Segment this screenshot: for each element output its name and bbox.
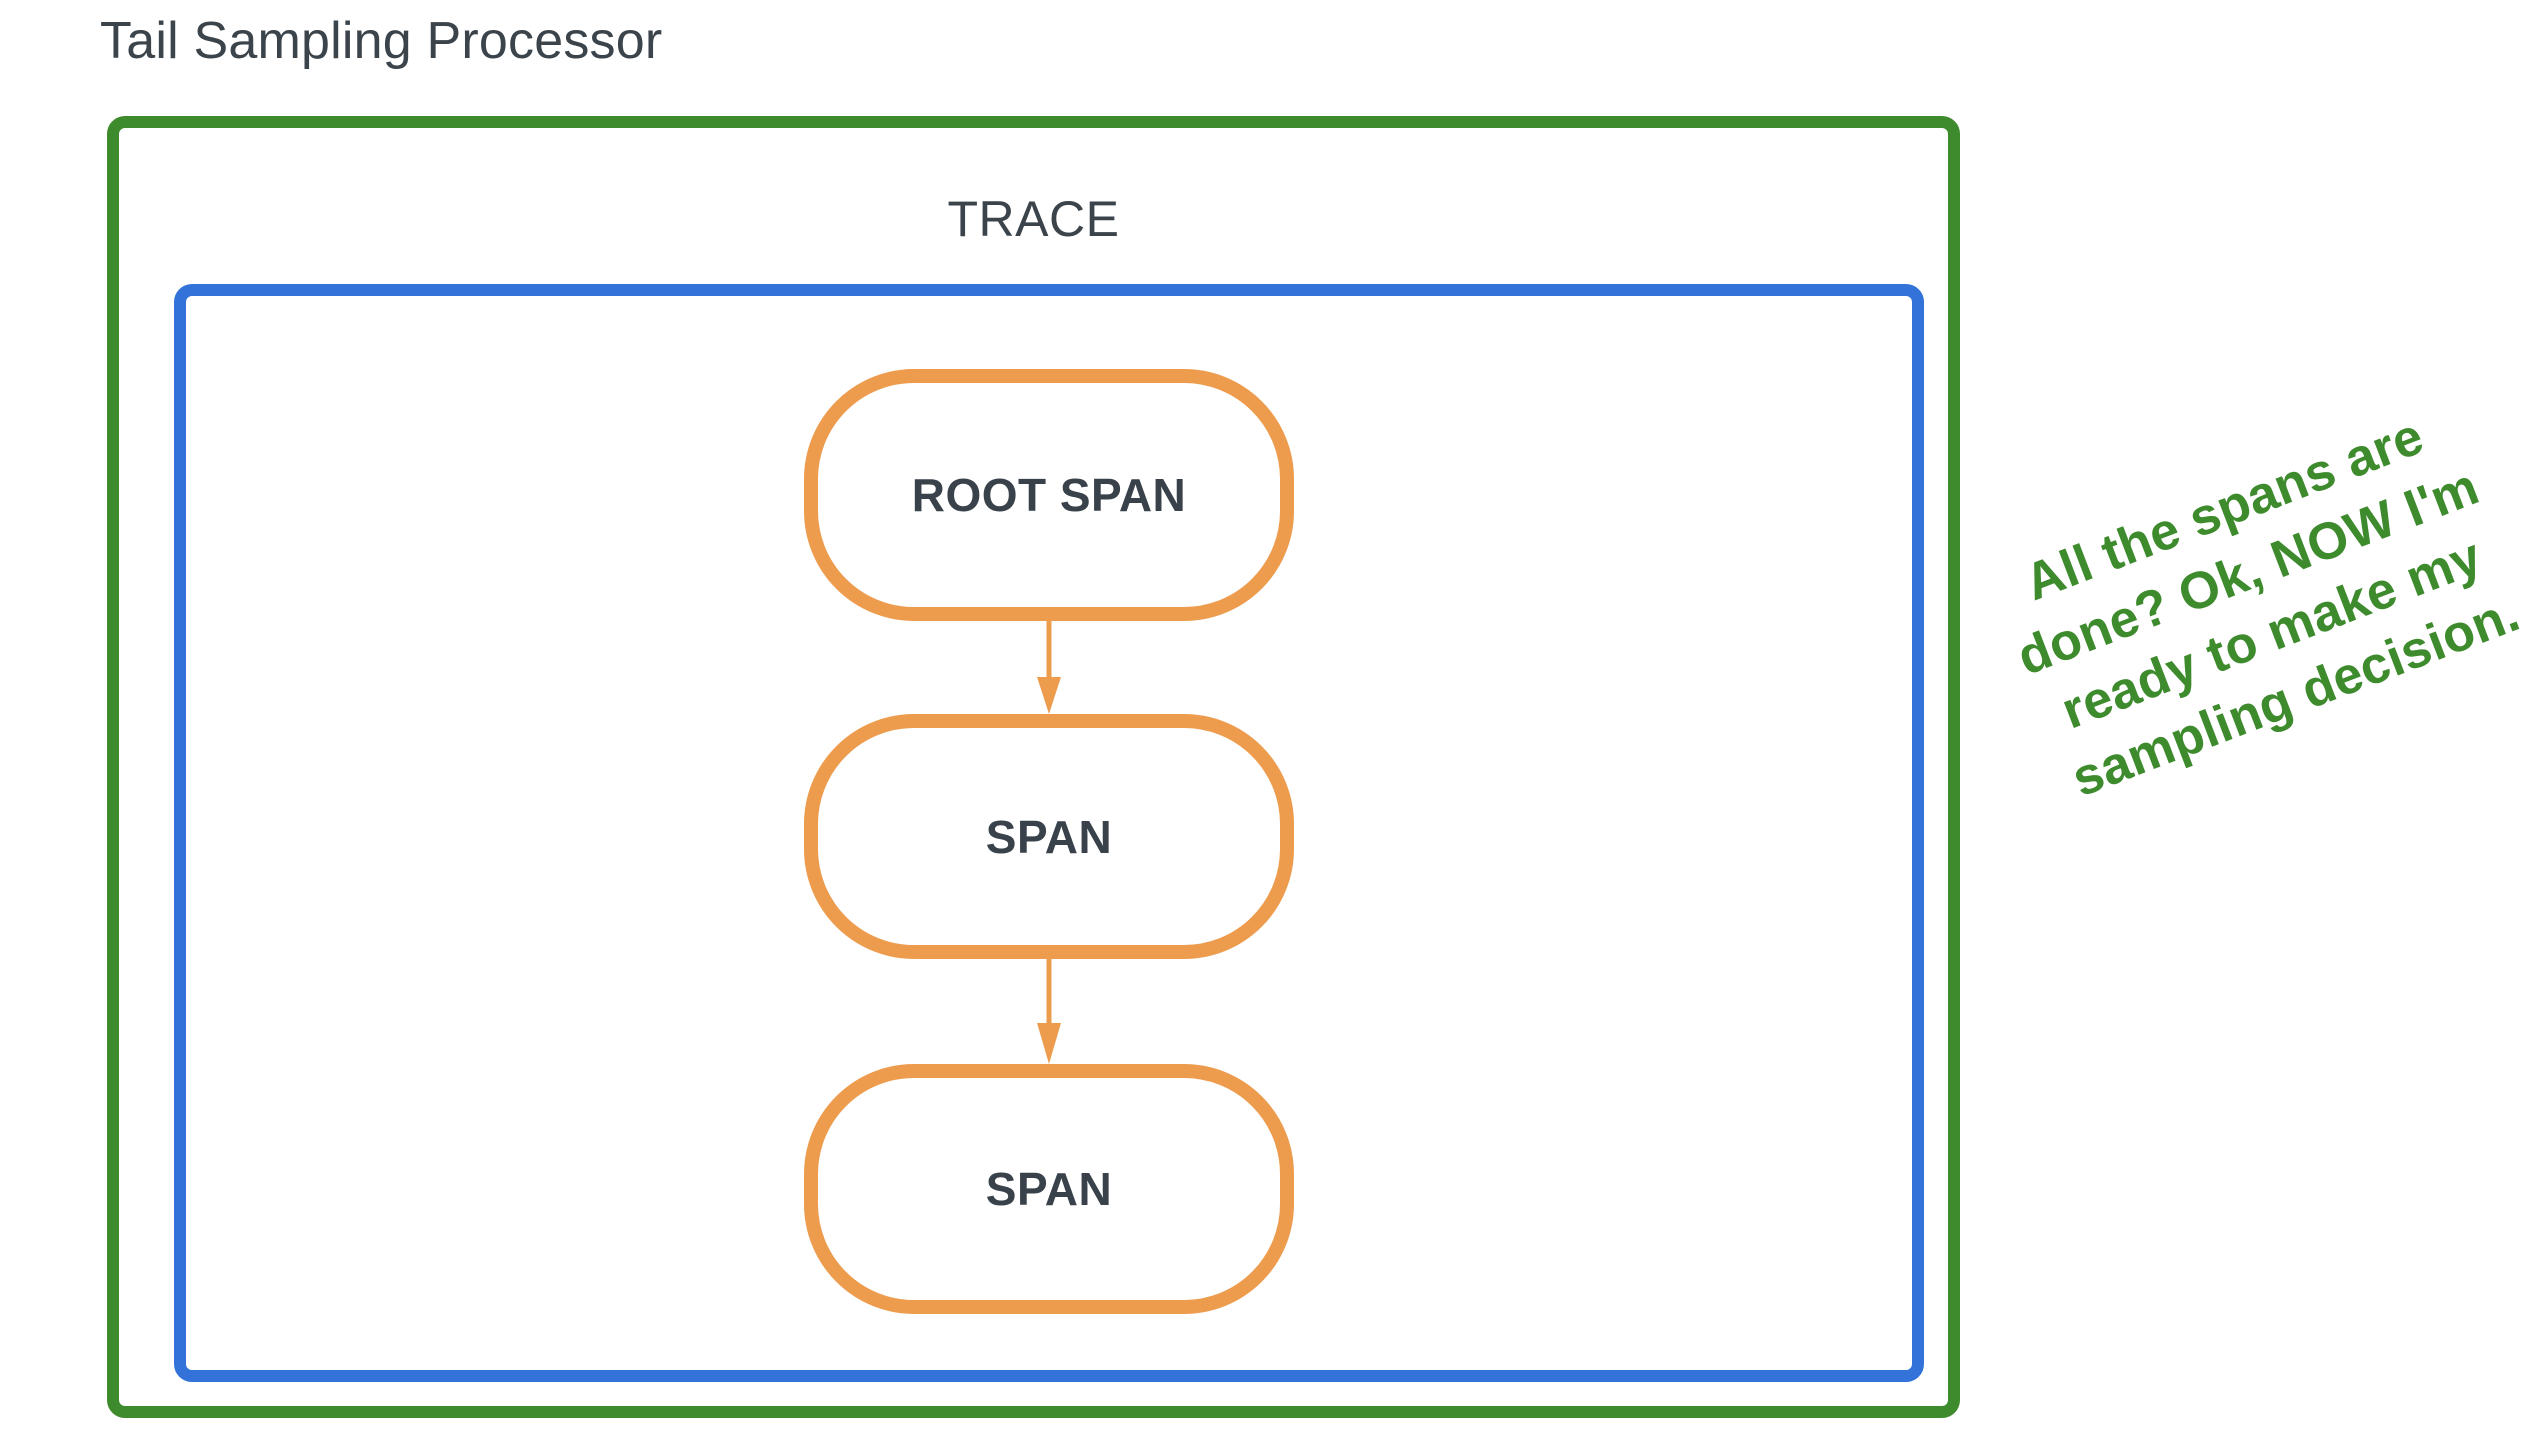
sampling-decision-annotation: All the spans are done? Ok, NOW I'm read… <box>2009 407 2528 808</box>
span-node-root-span[interactable]: ROOT SPAN <box>804 369 1294 621</box>
span-node-label: SPAN <box>985 810 1113 863</box>
down-arrow-icon <box>1031 621 1067 714</box>
span-node-label: SPAN <box>985 1163 1113 1215</box>
page-title: Tail Sampling Processor <box>100 12 663 70</box>
span-flow: ROOT SPAN SPAN S <box>186 296 1912 1370</box>
tail-sampling-processor-container: TRACE ROOT SPAN SPAN <box>107 116 1960 1418</box>
span-node-child-span-1[interactable]: SPAN <box>804 714 1294 959</box>
down-arrow-icon <box>1031 959 1067 1064</box>
trace-label: TRACE <box>947 191 1120 247</box>
span-node-label: ROOT SPAN <box>911 469 1187 521</box>
span-node-child-span-2[interactable]: SPAN <box>804 1064 1294 1314</box>
trace-container: ROOT SPAN SPAN S <box>174 284 1924 1382</box>
